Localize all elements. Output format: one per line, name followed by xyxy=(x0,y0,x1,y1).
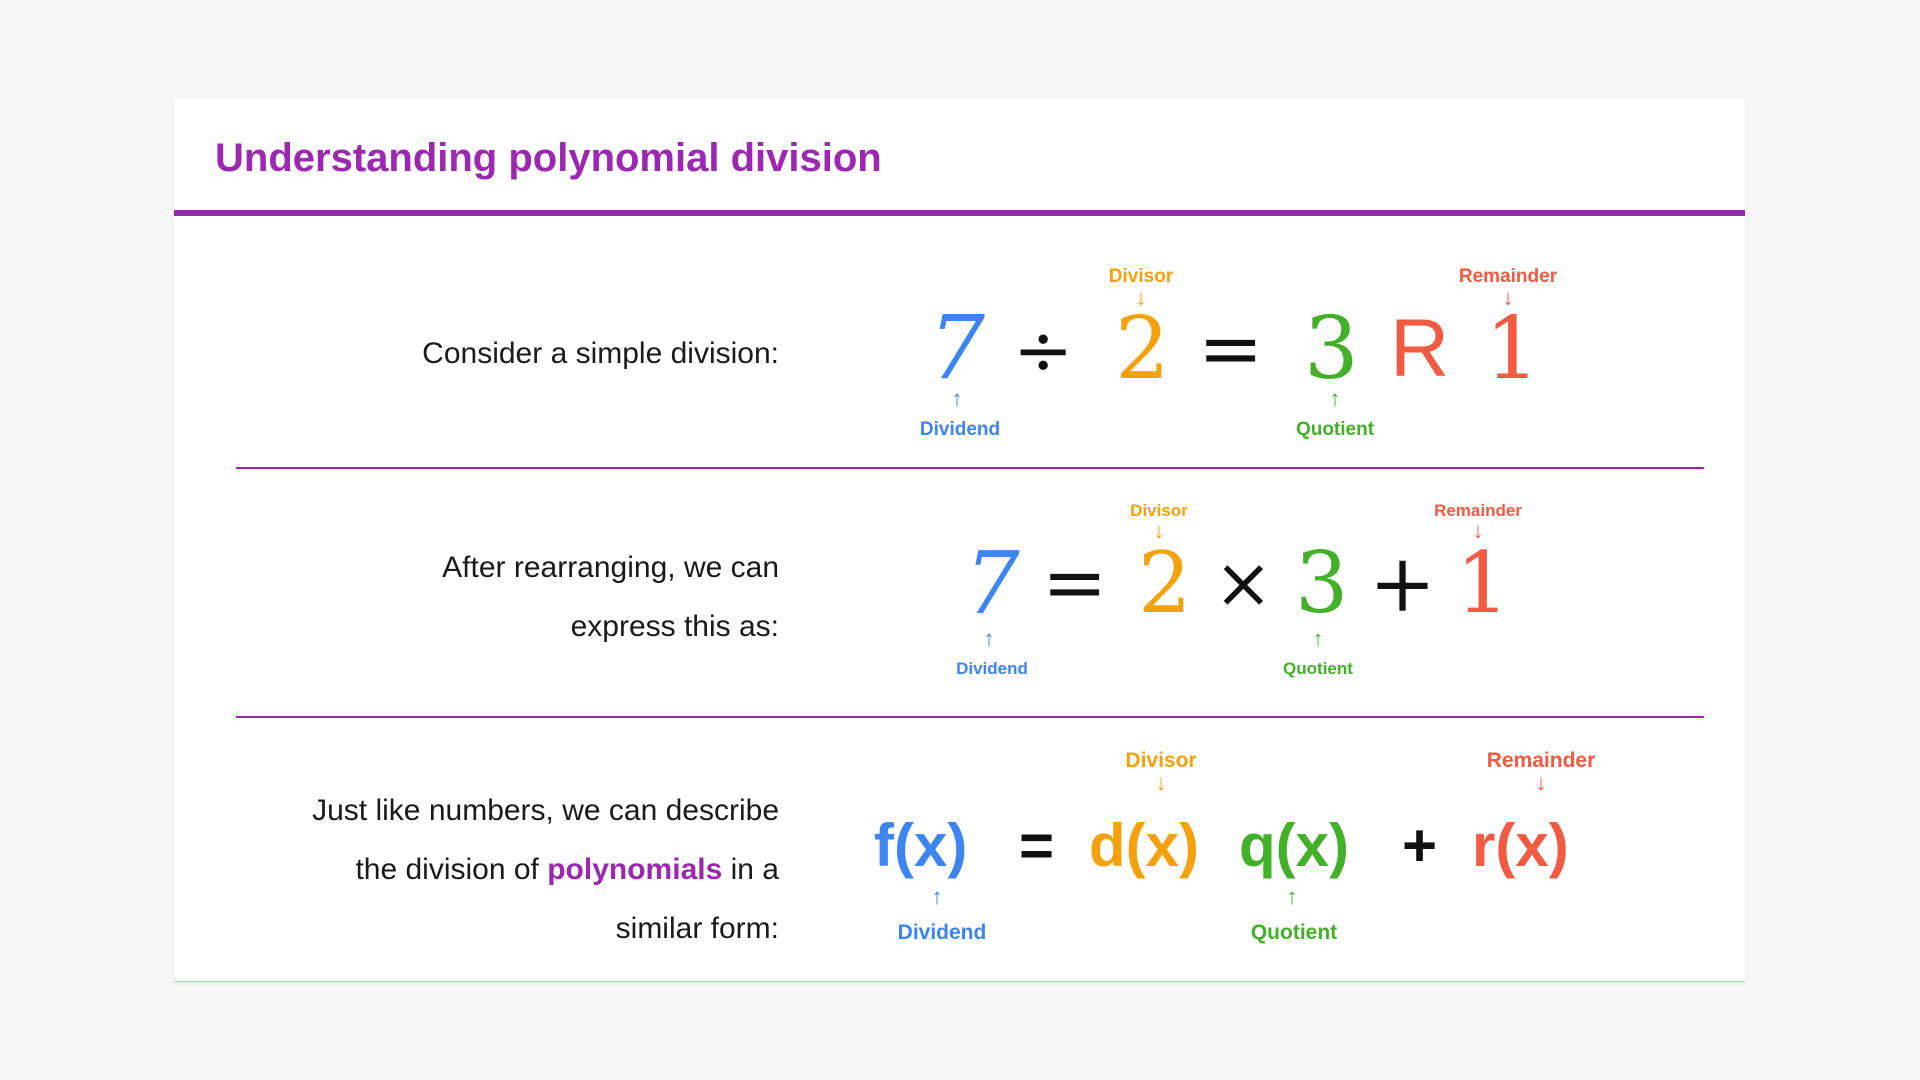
row3-quotient-label: Quotient xyxy=(1250,921,1338,944)
row3-description: Just like numbers, we can describe the d… xyxy=(312,781,779,958)
row2-dividend-arrow: ↑ xyxy=(983,626,995,651)
row3-divisor-label: Divisor xyxy=(1125,749,1197,772)
row1-divisor: 2 xyxy=(1115,299,1170,399)
row1-dividend: 7 xyxy=(929,296,985,399)
row2-remainder-arrow: ↓ xyxy=(1472,518,1484,543)
row2-quotient: 3 xyxy=(1295,534,1349,632)
row1-description: Consider a simple division: xyxy=(422,324,779,383)
row3-plus: + xyxy=(1402,812,1438,879)
polynomials-highlight: polynomials xyxy=(547,853,723,886)
row1-remainder-marker: R xyxy=(1390,303,1450,394)
row1-remainder-label: Remainder xyxy=(1458,266,1558,287)
row3-divisor: d(x) xyxy=(1089,812,1199,879)
row2-remainder: 1 xyxy=(1456,534,1510,632)
row1-equals: = xyxy=(1198,304,1264,394)
row3-description-after: in a xyxy=(730,853,779,886)
row3-dividend-label: Dividend xyxy=(897,921,987,944)
row1-dividend-arrow: ↑ xyxy=(951,386,963,411)
row1-divisor-label: Divisor xyxy=(1108,266,1174,287)
row3-description-line: the division of polynomials in a xyxy=(312,840,779,899)
row2-description-line: After rearranging, we can xyxy=(442,551,779,584)
row1-remainder: 1 xyxy=(1485,299,1540,399)
row2-dividend: 7 xyxy=(965,534,1020,634)
row1-dividend-label: Dividend xyxy=(919,419,1001,440)
row1-description-line: Consider a simple division: xyxy=(422,337,779,370)
row2-description-line: express this as: xyxy=(570,610,779,643)
row1-quotient-label: Quotient xyxy=(1295,419,1375,440)
slide-title: Understanding polynomial division xyxy=(215,136,882,180)
row1-remainder-arrow: ↓ xyxy=(1502,285,1514,310)
row3-remainder: r(x) xyxy=(1472,812,1569,879)
row3-remainder-arrow: ↓ xyxy=(1535,770,1547,795)
row1-divisor-arrow: ↓ xyxy=(1135,285,1147,310)
row3-dividend-arrow: ↑ xyxy=(931,884,943,909)
row2-remainder-label: Remainder xyxy=(1434,501,1522,520)
row2-divisor: 2 xyxy=(1138,534,1192,632)
row2-dividend-label: Dividend xyxy=(956,659,1028,678)
row1-division-sign: ÷ xyxy=(1013,308,1074,392)
row2-times: × xyxy=(1214,542,1273,624)
row-divider xyxy=(236,716,1704,718)
slide-card: Understanding polynomial division Consid… xyxy=(174,98,1745,982)
row3-divisor-arrow: ↓ xyxy=(1155,770,1167,795)
title-underline xyxy=(174,210,1745,216)
row2-equals: = xyxy=(1042,538,1108,628)
row2-quotient-arrow: ↑ xyxy=(1312,626,1324,651)
row-divider xyxy=(236,467,1704,469)
row2-divisor-label: Divisor xyxy=(1130,501,1188,520)
row3-dividend: f(x) xyxy=(874,812,968,879)
row2-description: After rearranging, we can express this a… xyxy=(442,538,779,656)
row3-quotient-arrow: ↑ xyxy=(1286,884,1298,909)
row2-quotient-label: Quotient xyxy=(1283,659,1353,678)
row3-description-before: the division of xyxy=(355,853,539,886)
row3-description-line: Just like numbers, we can describe xyxy=(312,794,779,827)
row1-quotient: 3 xyxy=(1304,299,1359,399)
row2-plus: + xyxy=(1369,537,1437,630)
row3-remainder-label: Remainder xyxy=(1486,749,1596,772)
row3-equals: = xyxy=(1019,812,1055,879)
row2-divisor-arrow: ↓ xyxy=(1153,518,1165,543)
row3-quotient: q(x) xyxy=(1239,812,1349,879)
row3-description-line: similar form: xyxy=(615,912,779,945)
row1-quotient-arrow: ↑ xyxy=(1329,386,1341,411)
